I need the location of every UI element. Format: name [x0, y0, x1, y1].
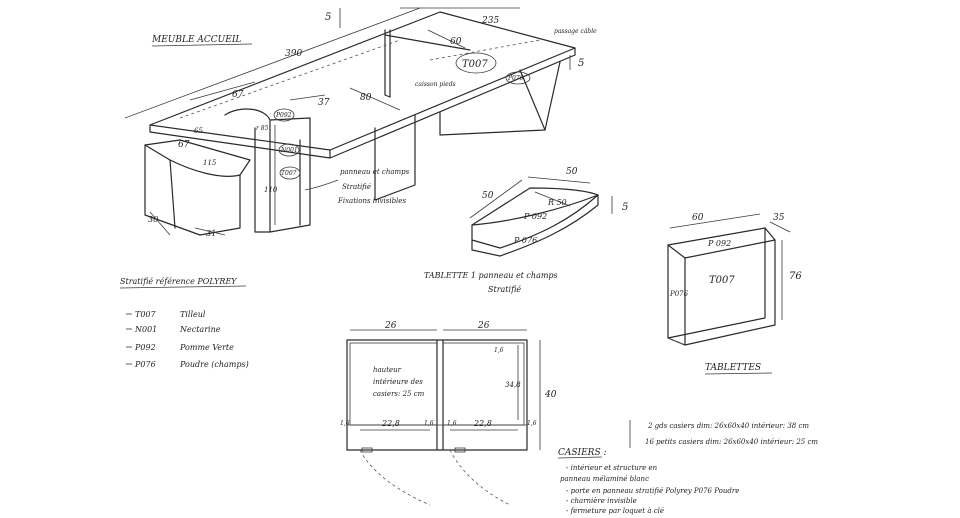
quarter-caption-line2: Stratifié — [488, 285, 521, 294]
casiers-dim-edge-1: 1,6 — [340, 420, 350, 427]
label-bubble-n001 — [278, 143, 300, 157]
counter-dim-60: 60 — [450, 37, 462, 47]
counter-dim-110: 110 — [264, 186, 278, 194]
casiers-dim-edge-4: 1,6 — [527, 420, 537, 427]
casiers-notes-title-underline — [557, 456, 603, 459]
quarter-label-edge: P 076 — [513, 236, 537, 245]
quarter-dim-top: 50 — [566, 167, 578, 177]
counter-note-line2: Stratifié — [342, 183, 371, 191]
tablettes-caption: TABLETTES — [705, 363, 761, 373]
tablettes-label-top: P 092 — [707, 239, 731, 248]
casiers-dim-w-left: 26 — [384, 321, 397, 331]
main-title-underline — [151, 43, 253, 47]
casiers-dim-edge-5: 1,6 — [494, 347, 504, 354]
quarter-caption-line1: TABLETTE 1 panneau et champs — [424, 271, 558, 280]
quarter-label-top: P 092 — [523, 212, 547, 221]
legend-title: Stratifié référence POLYREY — [120, 277, 237, 286]
counter-dim-length: 390 — [285, 49, 302, 59]
label-bubble-t007 — [455, 52, 497, 74]
legend-item-name-2: Nectarine — [179, 325, 221, 334]
casiers-note-line1: hauteur — [373, 366, 402, 374]
tablettes-dim-height: 76 — [789, 271, 802, 282]
label-bubble-p076 — [505, 71, 531, 85]
quarter-dim-side: 50 — [482, 191, 494, 201]
counter-dim-r85: r 85 — [256, 125, 269, 132]
tablettes-label-side: P076 — [669, 290, 689, 298]
tablettes-caption-underline — [704, 372, 773, 375]
counter-dim-80: 80 — [360, 93, 372, 103]
legend-item-code-4: P076 — [134, 360, 156, 369]
label-bubble-p092 — [273, 108, 295, 122]
casiers-dim-edge-3: 1,6 — [447, 420, 457, 427]
quarter-dim-radius: R 50 — [547, 198, 567, 207]
counter-dim-30: 30 — [148, 215, 158, 224]
counter-dim-37: 37 — [318, 98, 330, 108]
casiers-note-item-3: - porte en panneau stratifié Polyrey P07… — [566, 487, 739, 495]
counter-dim-height-right: 5 — [578, 58, 584, 69]
legend-item-name-4: Poudre (champs) — [179, 360, 249, 369]
casiers-note-line2: intérieure des — [373, 378, 423, 386]
casiers-spec-line1: 2 gds casiers dim: 26x60x40 intérieur: 3… — [647, 422, 809, 430]
casiers-spec-line2: 16 petits casiers dim: 26x60x40 intérieu… — [645, 438, 818, 446]
counter-dim-115: 115 — [203, 159, 217, 167]
counter-dim-top-width: 235 — [481, 16, 499, 26]
quarter-tablette-drawing — [469, 176, 613, 257]
counter-note-line1: panneau et champs — [340, 168, 410, 176]
counter-dim-67b: 67 — [178, 140, 190, 150]
legend-item-name-1: Tilleul — [180, 310, 206, 319]
counter-label-passage-cable: passage câble — [554, 28, 597, 35]
counter-note-line3: Fixations invisibles — [337, 197, 406, 205]
legend-dashes — [126, 313, 132, 365]
casiers-note-item-2: panneau mélaminé blanc — [560, 475, 649, 483]
reception-counter-drawing — [124, 7, 576, 236]
counter-dim-height-left: 5 — [325, 12, 331, 23]
counter-dim-67a: 67 — [232, 90, 244, 100]
quarter-dim-height: 5 — [622, 202, 628, 213]
tablettes-label-front: T007 — [709, 275, 735, 286]
counter-dim-65: 65 — [194, 127, 203, 135]
counter-label-p076: P076 — [507, 75, 524, 82]
casiers-dim-inner-w-left: 22,8 — [381, 419, 400, 428]
casiers-note-item-5: - fermeture par loquet à clé — [566, 507, 664, 515]
tablettes-box-drawing — [667, 213, 791, 346]
casiers-notes-title: CASIERS : — [558, 448, 607, 458]
casiers-dim-height: 40 — [544, 390, 557, 400]
legend-item-code-2: N001 — [134, 325, 157, 334]
note-arrow — [304, 179, 339, 191]
tablettes-dim-width: 60 — [692, 213, 704, 223]
casiers-dim-edge-2: 1,6 — [424, 420, 434, 427]
counter-label-caisson-pieds: caisson pieds — [415, 81, 456, 88]
casiers-dim-inner-h: 34,8 — [505, 381, 521, 389]
counter-label-n001: N001 — [280, 147, 298, 154]
counter-dim-31: 31 — [206, 229, 216, 238]
legend-item-code-3: P092 — [134, 343, 156, 352]
casiers-note-item-4: - charnière invisible — [566, 497, 637, 505]
legend-item-name-3: Pomme Verte — [179, 343, 234, 352]
main-title: MEUBLE ACCUEIL — [151, 35, 241, 45]
casiers-note-line3: casiers: 25 cm — [373, 390, 425, 398]
counter-label-p092: P092 — [275, 112, 292, 119]
casiers-note-item-1: - intérieur et structure en — [566, 464, 658, 472]
casiers-dim-w-right: 26 — [477, 321, 490, 331]
counter-label-t007-pedestal: T007 — [281, 170, 297, 177]
legend-item-code-1: T007 — [135, 310, 157, 319]
legend-title-underline — [119, 285, 247, 289]
casiers-front-drawing — [346, 329, 541, 506]
tablettes-dim-depth: 35 — [773, 213, 785, 223]
label-bubble-t007-pedestal — [279, 166, 301, 180]
casiers-dim-inner-w-right: 22,8 — [473, 419, 492, 428]
counter-label-t007: T007 — [462, 59, 488, 70]
